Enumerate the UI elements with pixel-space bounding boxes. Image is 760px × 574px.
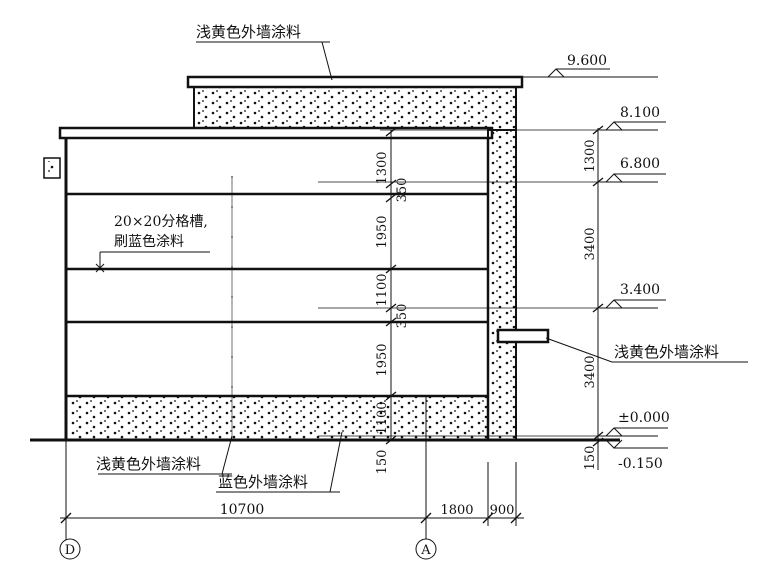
- right-dim-1: 1300: [583, 139, 598, 172]
- level-3400: 3.400: [620, 282, 660, 298]
- bottom-dim-1800: 1800: [440, 503, 473, 518]
- level-8100: 8.100: [620, 105, 660, 121]
- roof-coating-label: 浅黄色外墙涂料: [196, 23, 301, 41]
- right-column: [487, 129, 517, 441]
- bottom-dim-900: 900: [490, 503, 515, 518]
- center-dim-1: 1300: [375, 151, 390, 184]
- axis-bubbles: D A: [59, 538, 437, 560]
- center-dims: 1300 350 1950 1100 350 1950 1100 150: [375, 151, 410, 474]
- center-dim-line: [318, 127, 600, 445]
- canopy: [496, 328, 550, 344]
- base-band: [65, 395, 489, 441]
- level-0000: ±0.000: [618, 410, 670, 426]
- axis-D-circle: [59, 538, 81, 560]
- blue-coating-label: 蓝色外墙涂料: [218, 473, 308, 491]
- axis-A-circle: [415, 538, 437, 560]
- level-minus-0150: -0.150: [618, 456, 663, 472]
- upper-parapet-band: [193, 86, 517, 131]
- right-dim-4: 150: [583, 446, 598, 471]
- right-dim-line: [592, 125, 604, 470]
- center-dim-4: 1100: [375, 273, 390, 306]
- center-dim-6: 1950: [375, 343, 390, 376]
- vent-box-pattern: [47, 161, 57, 175]
- center-dim-7: 1100: [375, 401, 390, 434]
- leaders: [95, 41, 748, 493]
- level-9600: 9.600: [567, 53, 607, 69]
- groove-label-line2: 刷蓝色涂料: [114, 233, 184, 250]
- level-6800: 6.800: [620, 156, 660, 172]
- level-markers: [520, 68, 668, 449]
- bottom-dims: 10700 1800 900: [220, 502, 515, 518]
- base-coating-label: 浅黄色外墙涂料: [96, 455, 201, 473]
- level-labels: 9.600 8.100 6.800 3.400 ±0.000 -0.150: [567, 53, 670, 472]
- upper-roof-cap: [186, 75, 524, 89]
- right-coating-label: 浅黄色外墙涂料: [614, 343, 719, 361]
- center-dim-2: 350: [395, 178, 410, 203]
- right-dim-2: 3400: [583, 227, 598, 260]
- bottom-dim-line: [60, 396, 524, 540]
- center-dim-8: 150: [375, 450, 390, 475]
- right-dim-3: 3400: [583, 355, 598, 388]
- groove-label-line1: 20×20分格槽,: [114, 214, 208, 230]
- right-dims: 1300 3400 3400 150: [583, 139, 598, 470]
- building-body: [30, 75, 620, 442]
- axis-A-label: A: [420, 543, 431, 558]
- center-dim-3: 1950: [375, 215, 390, 248]
- lower-roof-cap: [58, 126, 494, 140]
- center-dim-5: 350: [395, 304, 410, 329]
- bottom-dim-10700: 10700: [220, 502, 265, 518]
- axis-D-label: D: [65, 543, 75, 558]
- annotations: 浅黄色外墙涂料 20×20分格槽, 刷蓝色涂料 浅黄色外墙涂料 浅黄色外墙涂料 …: [96, 23, 719, 491]
